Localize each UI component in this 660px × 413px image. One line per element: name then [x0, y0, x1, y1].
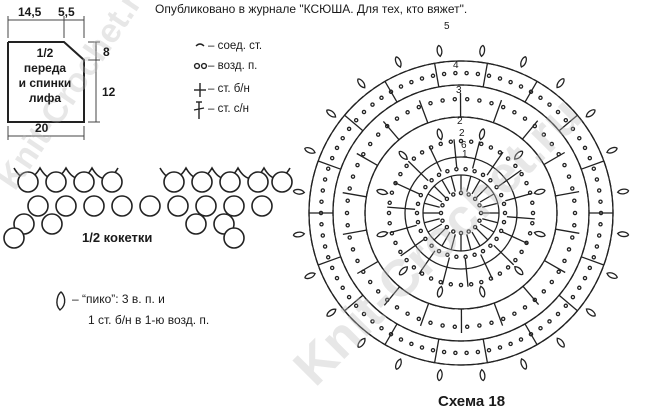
round-label-3: 3	[456, 85, 462, 96]
round-6-picots	[292, 44, 630, 382]
yoke-ring-top	[73, 171, 95, 193]
yoke-ring-top	[247, 171, 269, 193]
yoke-ring-end	[3, 227, 25, 249]
pattern-label-line3: и спинки	[18, 76, 72, 90]
round-label-5: 5	[444, 21, 450, 32]
round-6-sc-ticks	[308, 60, 614, 366]
round-label-1: 1	[462, 149, 468, 160]
yoke-ring-middle	[251, 195, 273, 217]
legend-icons	[56, 43, 208, 311]
pico-legend-line1: – “пико”: 3 в. п. и	[72, 292, 165, 306]
yoke-ring-lower	[185, 213, 207, 235]
round-label-4: 4	[453, 60, 459, 71]
dim-top-left: 14,5	[18, 5, 42, 19]
yoke-ring-top	[271, 171, 293, 193]
yoke-ring-middle	[55, 195, 77, 217]
round-2-chains	[414, 166, 508, 260]
yoke-ring-middle	[139, 195, 161, 217]
round-label-2b: 2	[459, 128, 465, 139]
round-1-stitches	[423, 175, 499, 251]
yoke-ring-middle	[27, 195, 49, 217]
yoke-ring-lower	[41, 213, 63, 235]
pattern-piece-outline	[7, 41, 85, 123]
yoke-ring-middle	[167, 195, 189, 217]
double-crochet-icon	[193, 101, 205, 119]
pattern-piece-label: 1/2 переда и спинки лифа	[12, 46, 78, 106]
pico-icon	[56, 291, 66, 311]
center-chain-ring	[438, 190, 484, 236]
chain-stitch-icon	[200, 62, 208, 70]
dimension-lines	[7, 16, 100, 140]
round-5-chains	[318, 70, 604, 356]
yoke-ring-top	[219, 171, 241, 193]
single-crochet-icon	[194, 83, 206, 97]
yoke-ring-top	[45, 171, 67, 193]
yoke-ring-middle	[83, 195, 105, 217]
round-3-picots	[376, 128, 546, 298]
dim-right-lower: 12	[102, 85, 116, 99]
dim-right-upper: 8	[103, 45, 110, 59]
round-4-chains	[344, 96, 578, 330]
round-2-base	[404, 156, 518, 270]
yoke-ring-top	[163, 171, 185, 193]
round-3-stitches	[387, 139, 535, 287]
pattern-label-line4: лифа	[28, 91, 62, 105]
dim-bottom: 20	[35, 121, 49, 135]
slip-stitch-icon	[195, 43, 205, 47]
round-motif-diagram	[292, 44, 630, 382]
legend-slip-stitch-text: – соед. ст.	[208, 40, 263, 52]
legend-chain-stitch-text: – возд. п.	[208, 60, 258, 72]
publication-note: Опубликовано в журнале "КСЮША. Для тех, …	[155, 2, 468, 16]
yoke-chain-diagram	[3, 166, 293, 249]
scheme-title: Схема 18	[438, 393, 506, 410]
yoke-ring-top	[191, 171, 213, 193]
yoke-ring-top	[17, 171, 39, 193]
pattern-label-line1: 1/2	[36, 46, 54, 60]
round-4-stitches	[342, 92, 580, 334]
round-5-sc-ticks	[332, 84, 590, 342]
yoke-ring-middle	[195, 195, 217, 217]
chain-stitch-icon	[193, 62, 201, 70]
round-4-sc-ticks	[364, 116, 558, 310]
yoke-ring-middle	[223, 195, 245, 217]
yoke-ring-top	[101, 171, 123, 193]
legend-single-crochet-text: – ст. б/н	[208, 83, 250, 95]
yoke-ring-end	[223, 227, 245, 249]
round-label-2a: 2	[457, 116, 463, 127]
round-3-chains	[386, 138, 536, 288]
pico-legend-line2: 1 ст. б/н в 1-ю возд. п.	[88, 313, 210, 327]
yoke-ring-middle	[111, 195, 133, 217]
pattern-label-line2: переда	[23, 61, 67, 75]
yoke-label: 1/2 кокетки	[82, 230, 153, 245]
round-5-stitches	[309, 63, 613, 363]
legend-double-crochet-text: – ст. с/н	[208, 103, 250, 115]
dim-top-right: 5,5	[58, 5, 75, 19]
round-label-6: 6	[461, 140, 467, 151]
